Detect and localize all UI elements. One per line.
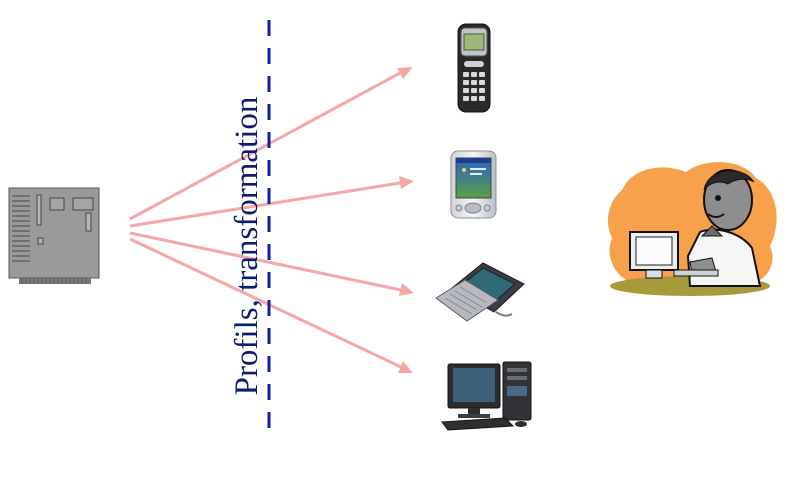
pda-icon [450, 150, 497, 219]
arrow-to-desktop [129, 237, 413, 373]
server-board-icon [8, 187, 100, 284]
mobile-phone-icon [457, 23, 491, 113]
arrow-to-pda [129, 176, 414, 228]
desktop-computer-icon [441, 361, 532, 431]
profile-transformation-label: Profils, transformation [229, 96, 265, 396]
arrow-to-phone [129, 67, 413, 221]
arrow-to-handheld [129, 231, 414, 296]
person-at-computer-icon [607, 162, 777, 296]
handheld-pc-icon [435, 262, 525, 322]
